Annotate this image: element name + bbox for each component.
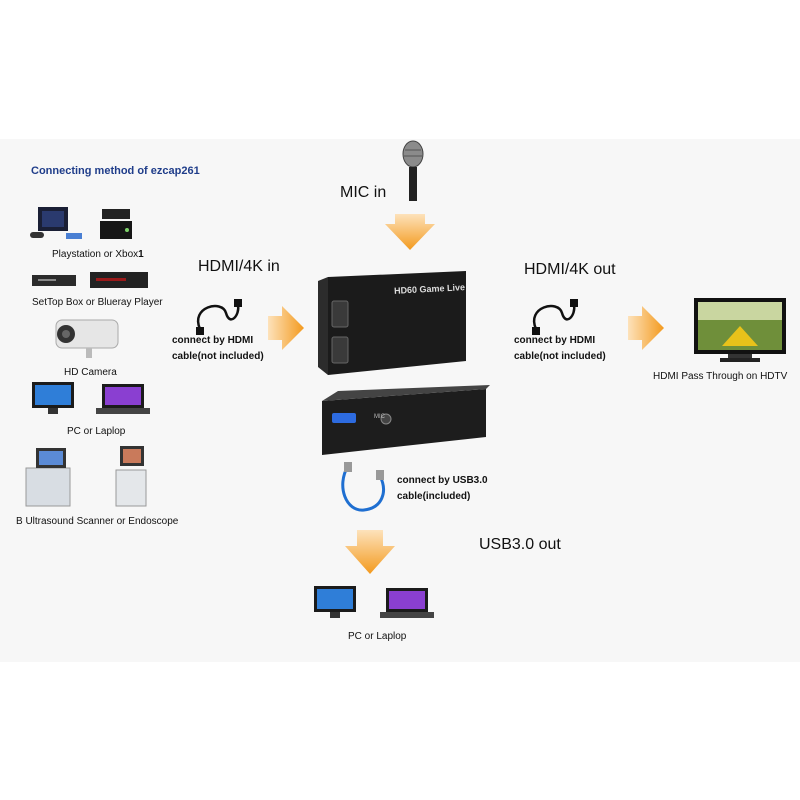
hdmi-in-label: HDMI/4K in [198,258,280,275]
ultrasound-endoscope-icon [25,446,147,507]
diagram-title: Connecting method of ezcap261 [31,165,200,177]
hdmi-in-cable-icon [196,299,242,335]
usb-down-arrow [345,530,395,574]
pc-output-label: PC or Laplop [348,631,407,642]
capture-device-front [318,271,466,375]
source-label-ultrasound: B Ultrasound Scanner or Endoscope [16,516,179,527]
source-label-console: Playstation or Xbox1 [52,249,144,260]
capture-device-back [322,385,490,455]
source-label-settop: SetTop Box or Blueray Player [32,297,163,308]
usb-cable-icon [341,462,385,512]
hd-camera-icon [55,319,119,358]
hdmi-out-arrow [628,306,664,350]
source-label-camera: HD Camera [64,367,117,378]
microphone-icon [402,140,424,201]
device-port-label: MIC [374,414,385,420]
settop-box-icon [32,272,148,288]
source-label-pc: PC or Laplop [67,426,126,437]
usb-out-label: USB3.0 out [479,536,561,553]
pc-output-icon [314,586,434,618]
hdmi-out-label: HDMI/4K out [524,261,616,278]
hdmi-out-cable-icon [532,299,578,335]
playstation-xbox-icon [30,207,132,239]
pc-laptop-icon [32,382,150,414]
hdmi-in-arrow [268,306,304,350]
mic-in-label: MIC in [340,184,387,201]
hdtv-label: HDMI Pass Through on HDTV [653,371,788,382]
hdtv-icon [694,298,786,362]
mic-down-arrow [385,214,435,250]
